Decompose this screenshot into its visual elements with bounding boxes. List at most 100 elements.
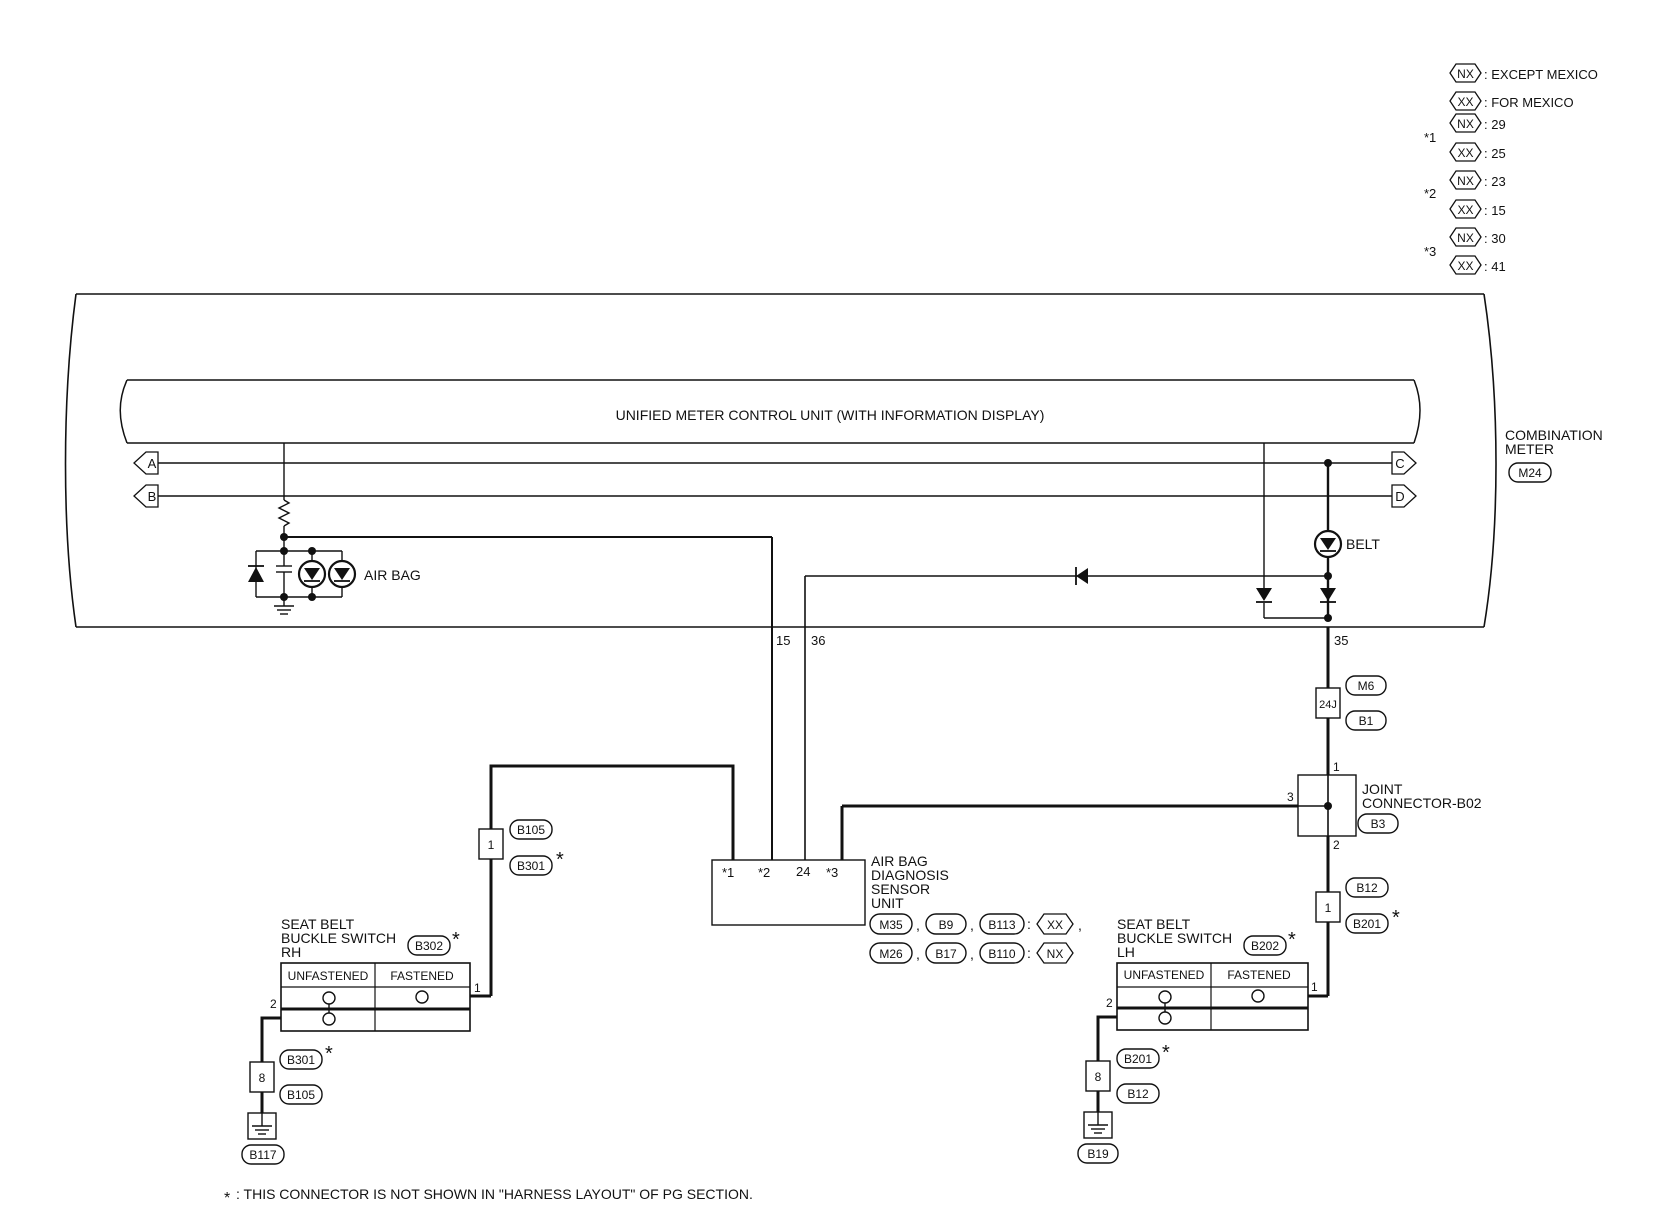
footnote-text: : THIS CONNECTOR IS NOT SHOWN IN "HARNES… bbox=[236, 1186, 753, 1202]
airbag-unit-label-2: DIAGNOSIS bbox=[871, 867, 949, 883]
legend-nx-tag: NX bbox=[1449, 63, 1482, 83]
joint-connector-b02 bbox=[1297, 774, 1357, 837]
seat-rh-label-1: SEAT BELT bbox=[281, 916, 355, 932]
offpage-connector-c: C bbox=[1391, 451, 1417, 475]
connector-b302: B302 bbox=[407, 935, 451, 956]
connector-b110: B110 bbox=[979, 942, 1025, 964]
star-b302: * bbox=[452, 929, 460, 951]
svg-text:XX: XX bbox=[1047, 918, 1063, 932]
offpage-lines bbox=[158, 462, 1392, 497]
connector-b3: B3 bbox=[1357, 813, 1399, 834]
svg-text:B9: B9 bbox=[939, 918, 954, 932]
connector-m6: M6 bbox=[1345, 675, 1387, 696]
svg-text:1: 1 bbox=[488, 838, 495, 852]
meter-pin-15: 15 bbox=[776, 633, 790, 648]
unified-meter-control-unit-box bbox=[119, 379, 1421, 444]
svg-text:8: 8 bbox=[1095, 1070, 1102, 1084]
legend-except-mexico: : EXCEPT MEXICO bbox=[1484, 67, 1598, 82]
star-b202: * bbox=[1288, 929, 1296, 951]
connector-24j: 24J bbox=[1315, 687, 1341, 719]
svg-text:B202: B202 bbox=[1251, 939, 1279, 953]
ground-icon-rh bbox=[247, 1112, 277, 1140]
svg-text:M6: M6 bbox=[1358, 679, 1375, 693]
svg-text:NX: NX bbox=[1047, 947, 1064, 961]
airbag-unit-label-4: UNIT bbox=[871, 895, 904, 911]
connector-b202: B202 bbox=[1243, 935, 1287, 956]
diode-left-icon bbox=[1075, 567, 1088, 585]
legend-star2-xx-value: : 15 bbox=[1484, 203, 1506, 218]
legend-nx-label: NX bbox=[1457, 67, 1474, 81]
svg-text:B117: B117 bbox=[249, 1148, 276, 1162]
seat-lh-label-3: LH bbox=[1117, 944, 1135, 960]
comma-3: , bbox=[1078, 917, 1082, 933]
comma-4: , bbox=[916, 946, 920, 962]
svg-text:C: C bbox=[1395, 456, 1404, 471]
diode-down-left-icon bbox=[1256, 588, 1272, 603]
seat-lh-label-1: SEAT BELT bbox=[1117, 916, 1191, 932]
connector-b17: B17 bbox=[925, 942, 967, 964]
right-harness-wires bbox=[840, 627, 1330, 998]
airbag-diagnosis-sensor-unit-box bbox=[711, 859, 866, 926]
legend-star3-nx-value: : 30 bbox=[1484, 231, 1506, 246]
legend-star2-nx-label: NX bbox=[1457, 174, 1474, 188]
svg-text:B17: B17 bbox=[935, 947, 957, 961]
svg-text:B: B bbox=[148, 489, 157, 504]
rh-ground-wires bbox=[260, 1016, 281, 1113]
footnote-star: * bbox=[224, 1190, 230, 1207]
air-bag-junction-dots bbox=[280, 533, 316, 601]
belt-circuit-wires bbox=[771, 443, 1330, 860]
airbag-pin-24: 24 bbox=[796, 864, 810, 879]
svg-text:B19: B19 bbox=[1087, 1147, 1109, 1161]
left-harness-wires bbox=[470, 859, 493, 998]
connector-b12-upper: B12 bbox=[1345, 877, 1389, 898]
air-bag-led-1-icon bbox=[297, 551, 327, 597]
svg-text:M26: M26 bbox=[879, 947, 903, 961]
seat-rh-pin-2: 2 bbox=[270, 997, 277, 1011]
legend-xx-tag: XX bbox=[1449, 91, 1482, 111]
seat-rh-label-2: BUCKLE SWITCH bbox=[281, 930, 396, 946]
legend-xx-label: XX bbox=[1457, 95, 1473, 109]
colon-1: : bbox=[1027, 916, 1031, 932]
air-bag-led-2-icon bbox=[327, 559, 357, 589]
svg-text:8: 8 bbox=[259, 1071, 266, 1085]
star-b301-upper: * bbox=[556, 849, 564, 871]
joint-pin-1: 1 bbox=[1333, 760, 1340, 774]
belt-junction-dots bbox=[1324, 459, 1332, 622]
legend: NX : EXCEPT MEXICO XX : FOR MEXICO *1 NX… bbox=[1424, 63, 1598, 275]
svg-text:B3: B3 bbox=[1371, 817, 1386, 831]
legend-star1: *1 bbox=[1424, 130, 1436, 145]
combination-meter-label-2: METER bbox=[1505, 441, 1554, 457]
offpage-connector-a: A bbox=[133, 451, 159, 475]
legend-star3: *3 bbox=[1424, 244, 1436, 259]
connector-b12-lower: B12 bbox=[1116, 1083, 1160, 1104]
meter-pin-36: 36 bbox=[811, 633, 825, 648]
belt-led-icon bbox=[1313, 529, 1343, 559]
svg-text:B105: B105 bbox=[287, 1088, 315, 1102]
svg-text:B12: B12 bbox=[1356, 881, 1378, 895]
seat-lh-unfastened: UNFASTENED bbox=[1124, 968, 1205, 982]
connector-b19: B19 bbox=[1077, 1143, 1119, 1164]
connector-b113: B113 bbox=[979, 913, 1025, 935]
connector-b105-lower: B105 bbox=[279, 1084, 323, 1105]
connector-b301-upper: B301 bbox=[509, 855, 553, 876]
ground-icon-lh bbox=[1083, 1111, 1113, 1139]
legend-star1-xx-label: XX bbox=[1457, 146, 1473, 160]
star-b201-lower: * bbox=[1162, 1042, 1170, 1064]
combination-meter-label-1: COMBINATION bbox=[1505, 427, 1603, 443]
legend-star1-nx-label: NX bbox=[1457, 117, 1474, 131]
legend-star1-xx-value: : 25 bbox=[1484, 146, 1506, 161]
seat-lh-fastened: FASTENED bbox=[1227, 968, 1291, 982]
connector-b105-upper: B105 bbox=[509, 819, 553, 840]
diode-down-right-icon bbox=[1320, 588, 1336, 603]
airbag-pin-star2: *2 bbox=[758, 865, 770, 880]
seat-rh-pin-1: 1 bbox=[474, 981, 481, 995]
joint-connector-label-1: JOINT bbox=[1362, 781, 1403, 797]
legend-star2-nx-value: : 23 bbox=[1484, 174, 1506, 189]
joint-pin-2: 2 bbox=[1333, 838, 1340, 852]
seat-lh-pin-1: 1 bbox=[1311, 980, 1318, 994]
offpage-connector-d: D bbox=[1391, 484, 1417, 508]
joint-pin-3: 3 bbox=[1287, 790, 1294, 804]
legend-star3-xx-label: XX bbox=[1457, 259, 1473, 273]
page-title: UNIFIED METER CONTROL UNIT (WITH INFORMA… bbox=[616, 407, 1045, 423]
